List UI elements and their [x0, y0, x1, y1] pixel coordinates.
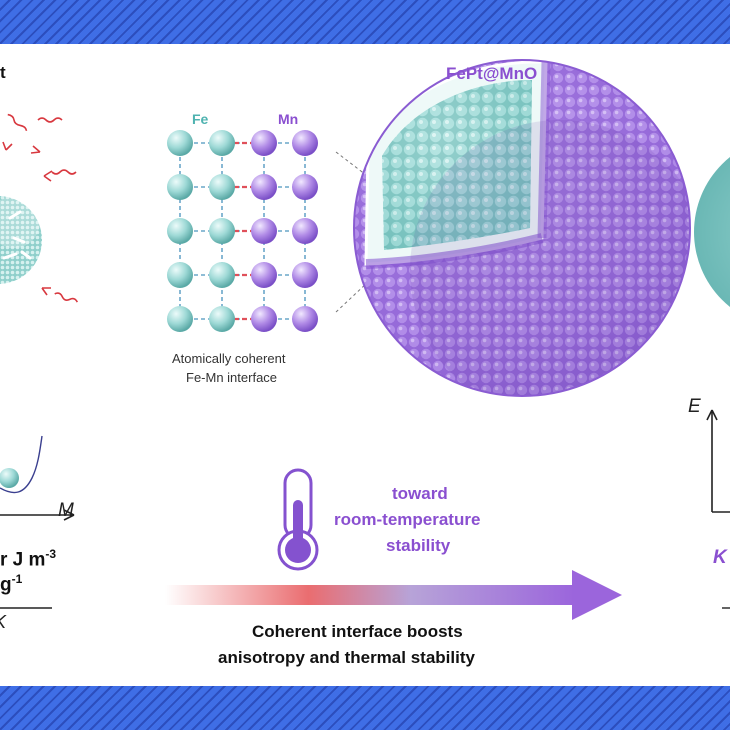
label-fe: Fe [192, 111, 209, 127]
label-mn: Mn [278, 111, 299, 127]
arrow-label-line1: toward [392, 484, 448, 503]
bottom-caption-line2: anisotropy and thermal stability [218, 648, 475, 667]
arrow-label-line3: stability [386, 536, 451, 555]
interface-caption-line1: Atomically coherent [172, 351, 286, 366]
left-anisotropy-value: r J m-3 [0, 547, 56, 571]
thermometer-icon [277, 468, 319, 571]
left-value-line2: g [0, 574, 12, 596]
interface-caption-line2: Fe-Mn interface [186, 370, 278, 385]
fe-mn-lattice [167, 130, 318, 332]
left-axis-label-m: M [58, 500, 74, 521]
right-nanoparticle [694, 157, 730, 307]
zoom-guide-lines [335, 151, 371, 313]
right-energy-plot [706, 409, 730, 513]
left-value-line1: r J m [0, 549, 46, 571]
arrow-label-line2: room-temperature [334, 510, 481, 529]
bottom-caption-line1: Coherent interface boosts [252, 622, 463, 641]
right-footer-fragment: K [713, 547, 727, 568]
particle-title: FePt@MnO [446, 64, 538, 83]
left-value-line1-sup: -3 [45, 547, 57, 561]
heat-wave-arrows [2, 113, 79, 303]
left-energy-plot [0, 435, 75, 521]
left-panel-title-fragment: t [0, 63, 6, 82]
fept-mno-core-shell-particle [353, 59, 691, 397]
gradient-arrow [165, 570, 622, 620]
top-border-band [0, 0, 730, 44]
left-sar-value: g-1 [0, 572, 22, 596]
left-value-line2-sup: -1 [11, 572, 23, 586]
bottom-border-band [0, 686, 730, 730]
left-nanoparticle [0, 196, 42, 284]
right-axis-label-e: E [688, 396, 701, 417]
left-footer-fragment: K [0, 612, 6, 633]
